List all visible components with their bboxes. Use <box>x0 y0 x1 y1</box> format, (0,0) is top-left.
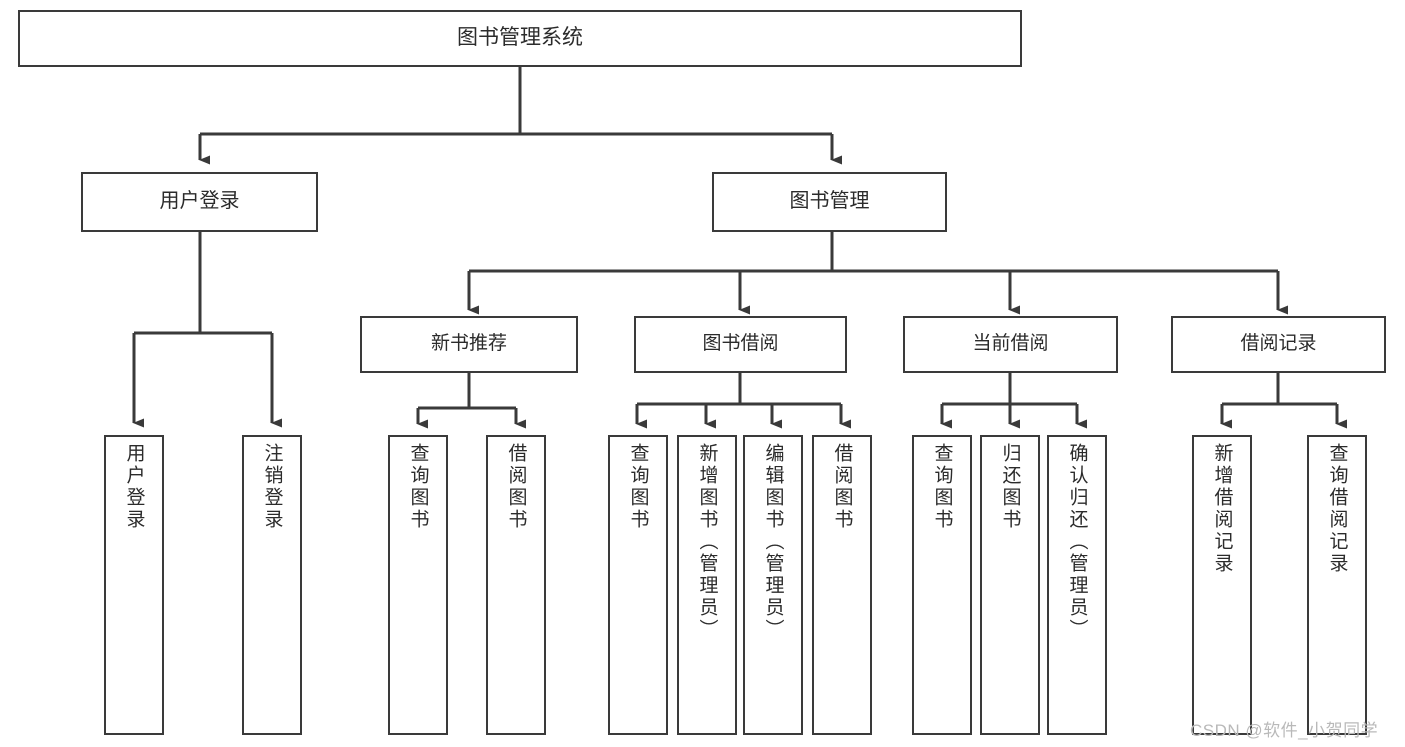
node-leaf-borrow-book-recommend[interactable]: 借阅图书 <box>486 435 546 735</box>
node-leaf-confirm-return-admin-label: 确认归还（管理员） <box>1066 443 1088 641</box>
node-current-borrow-label: 当前借阅 <box>972 333 1049 355</box>
node-borrow-record[interactable]: 借阅记录 <box>1171 316 1386 373</box>
node-leaf-borrow-book-label: 借阅图书 <box>831 443 853 531</box>
node-book-borrow-label: 图书借阅 <box>702 333 779 355</box>
node-leaf-user-login[interactable]: 用户登录 <box>104 435 164 735</box>
node-leaf-query-book-borrow[interactable]: 查询图书 <box>608 435 668 735</box>
node-leaf-logout-label: 注销登录 <box>261 443 283 531</box>
node-leaf-query-book-borrow-label: 查询图书 <box>627 443 649 531</box>
node-user-login[interactable]: 用户登录 <box>81 172 318 232</box>
node-leaf-query-book-recommend[interactable]: 查询图书 <box>388 435 448 735</box>
node-borrow-record-label: 借阅记录 <box>1240 333 1317 355</box>
node-leaf-confirm-return-admin[interactable]: 确认归还（管理员） <box>1047 435 1107 735</box>
node-leaf-return-book-label: 归还图书 <box>999 443 1021 531</box>
node-leaf-edit-book-admin[interactable]: 编辑图书（管理员） <box>743 435 803 735</box>
node-leaf-add-borrow-record[interactable]: 新增借阅记录 <box>1192 435 1252 735</box>
node-leaf-borrow-book-recommend-label: 借阅图书 <box>505 443 527 531</box>
node-book-management[interactable]: 图书管理 <box>712 172 947 232</box>
node-leaf-add-book-admin[interactable]: 新增图书（管理员） <box>677 435 737 735</box>
node-book-borrow[interactable]: 图书借阅 <box>634 316 847 373</box>
node-new-book-recommend[interactable]: 新书推荐 <box>360 316 578 373</box>
node-leaf-add-book-admin-label: 新增图书（管理员） <box>696 443 718 641</box>
node-user-login-label: 用户登录 <box>159 190 240 213</box>
node-leaf-query-book-current[interactable]: 查询图书 <box>912 435 972 735</box>
node-current-borrow[interactable]: 当前借阅 <box>903 316 1118 373</box>
node-leaf-user-login-label: 用户登录 <box>123 443 145 531</box>
node-book-management-label: 图书管理 <box>789 190 870 213</box>
node-leaf-query-book-current-label: 查询图书 <box>931 443 953 531</box>
node-leaf-logout[interactable]: 注销登录 <box>242 435 302 735</box>
node-leaf-edit-book-admin-label: 编辑图书（管理员） <box>762 443 784 641</box>
node-root-book-management-system[interactable]: 图书管理系统 <box>18 10 1022 67</box>
node-root-label: 图书管理系统 <box>457 26 583 50</box>
node-leaf-query-book-recommend-label: 查询图书 <box>407 443 429 531</box>
node-leaf-query-borrow-record-label: 查询借阅记录 <box>1326 443 1348 575</box>
node-leaf-add-borrow-record-label: 新增借阅记录 <box>1211 443 1233 575</box>
node-new-book-recommend-label: 新书推荐 <box>430 333 507 355</box>
node-leaf-borrow-book[interactable]: 借阅图书 <box>812 435 872 735</box>
node-leaf-query-borrow-record[interactable]: 查询借阅记录 <box>1307 435 1367 735</box>
node-leaf-return-book[interactable]: 归还图书 <box>980 435 1040 735</box>
